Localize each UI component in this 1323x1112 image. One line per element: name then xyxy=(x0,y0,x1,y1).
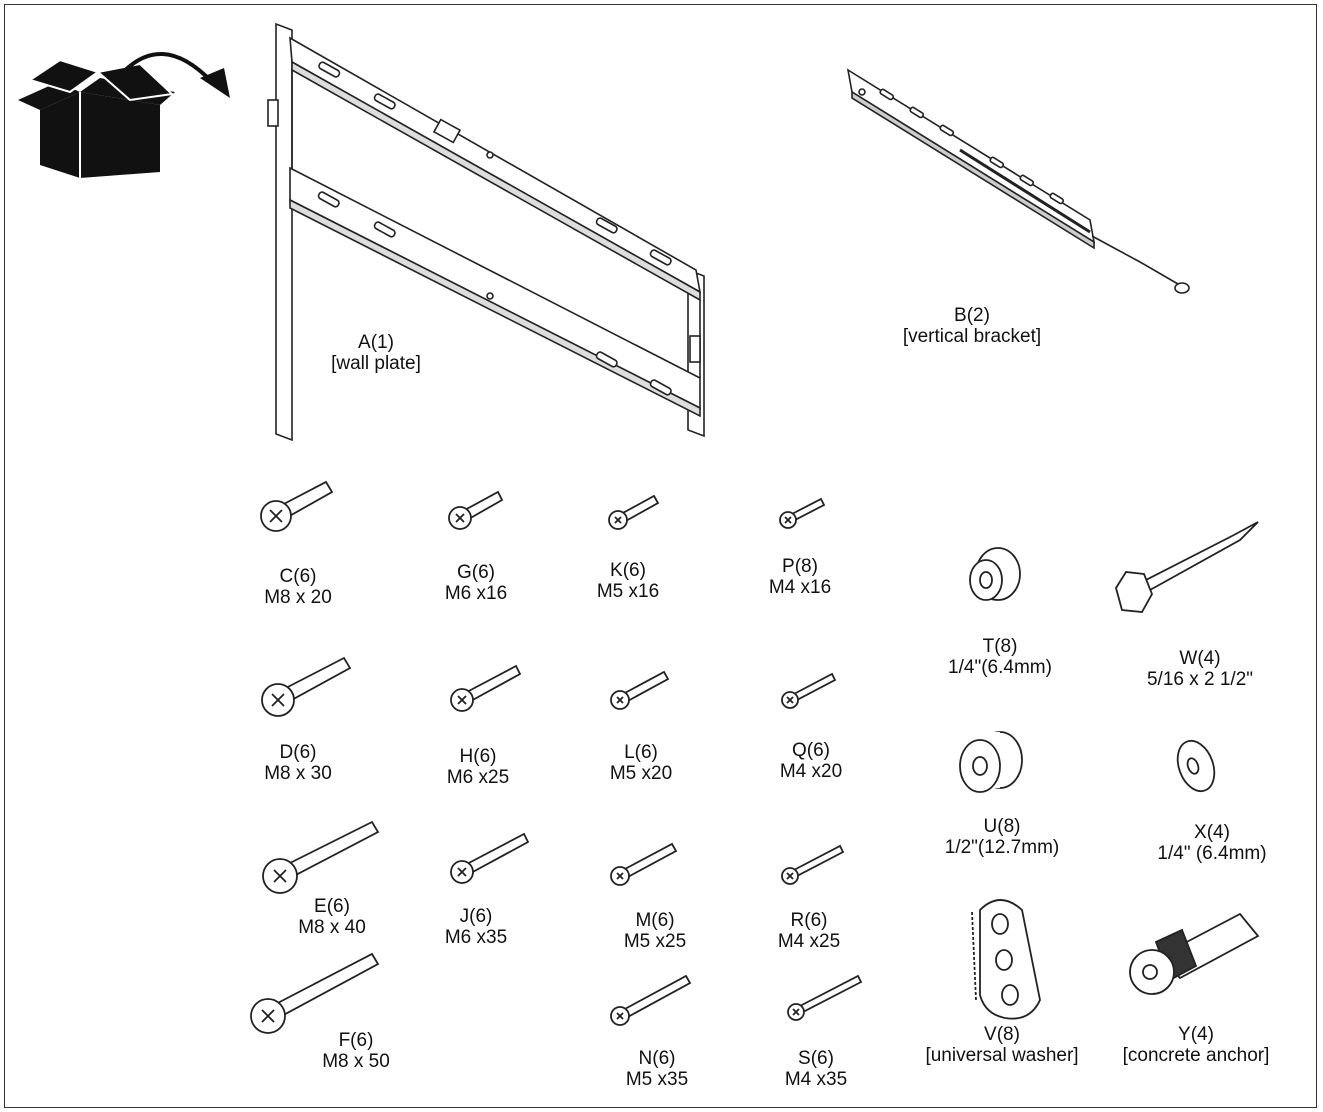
part-desc: 5/16 x 2 1/2" xyxy=(1146,669,1254,690)
label-spacer-u: U(8) 1/2"(12.7mm) xyxy=(945,816,1059,858)
wall-plate-drawing xyxy=(267,22,705,442)
page-frame xyxy=(4,4,1317,1108)
arrow-icon xyxy=(116,52,230,98)
part-code: F(6) xyxy=(338,1030,374,1051)
part-desc: M8 x 50 xyxy=(322,1051,390,1072)
part-desc: M8 x 40 xyxy=(298,917,366,938)
part-desc: 1/4" (6.4mm) xyxy=(1157,843,1267,864)
part-desc: [vertical bracket] xyxy=(902,326,1042,347)
open-box-icon xyxy=(18,58,175,178)
part-code: K(6) xyxy=(610,560,646,581)
part-code: P(8) xyxy=(782,556,818,577)
part-code: Q(6) xyxy=(792,740,830,761)
label-concrete-anchor-y: Y(4) [concrete anchor] xyxy=(1123,1024,1270,1066)
part-desc: [wall plate] xyxy=(331,353,421,374)
part-desc: M5 x16 xyxy=(596,581,660,602)
part-code: X(4) xyxy=(1194,822,1230,843)
label-bolt-r: R(6) M4 x25 xyxy=(778,910,840,952)
concrete-anchor-y-drawing xyxy=(1129,912,1260,995)
part-code: E(6) xyxy=(314,896,350,917)
part-desc: M5 x20 xyxy=(609,763,673,784)
part-desc: M6 x35 xyxy=(444,927,508,948)
label-lag-bolt-w: W(4) 5/16 x 2 1/2" xyxy=(1147,648,1253,690)
part-desc: M4 x35 xyxy=(784,1069,848,1090)
part-desc: M4 x20 xyxy=(779,761,843,782)
label-bolt-e: E(6) M8 x 40 xyxy=(298,896,366,938)
part-code: H(6) xyxy=(459,746,497,767)
part-code: T(8) xyxy=(982,636,1018,657)
part-desc: M4 x16 xyxy=(768,577,832,598)
part-desc: M5 x35 xyxy=(625,1069,689,1090)
part-code: A(1) xyxy=(358,332,394,353)
part-desc: M6 x25 xyxy=(446,767,510,788)
part-code: S(6) xyxy=(798,1048,834,1069)
part-code: C(6) xyxy=(279,566,317,587)
part-code: W(4) xyxy=(1179,648,1221,669)
part-code: M(6) xyxy=(635,910,675,931)
universal-washer-v-drawing xyxy=(971,899,1041,1020)
label-bolt-q: Q(6) M4 x20 xyxy=(780,740,842,782)
label-bolt-m: M(6) M5 x25 xyxy=(624,910,686,952)
label-bolt-d: D(6) M8 x 30 xyxy=(264,742,332,784)
part-desc: M8 x 20 xyxy=(264,587,332,608)
part-code: B(2) xyxy=(954,305,990,326)
label-washer-x: X(4) 1/4" (6.4mm) xyxy=(1157,822,1266,864)
label-universal-washer-v: V(8) [universal washer] xyxy=(925,1024,1078,1066)
part-code: U(8) xyxy=(983,816,1021,837)
part-desc: [concrete anchor] xyxy=(1122,1045,1270,1066)
part-code: Y(4) xyxy=(1178,1024,1214,1045)
label-spacer-t: T(8) 1/4"(6.4mm) xyxy=(948,636,1052,678)
part-code: V(8) xyxy=(984,1024,1020,1045)
part-desc: M6 x16 xyxy=(444,583,508,604)
label-bolt-j: J(6) M6 x35 xyxy=(445,906,507,948)
part-desc: M4 x25 xyxy=(777,931,841,952)
label-bolt-n: N(6) M5 x35 xyxy=(626,1048,688,1090)
washer-x-drawing xyxy=(1176,739,1216,793)
label-wall-plate: A(1) [wall plate] xyxy=(331,332,421,374)
part-code: L(6) xyxy=(624,742,658,763)
label-bolt-h: H(6) M6 x25 xyxy=(447,746,509,788)
part-code: D(6) xyxy=(279,742,317,763)
part-desc: M8 x 30 xyxy=(264,763,332,784)
vertical-bracket-drawing xyxy=(846,68,1190,294)
part-code: N(6) xyxy=(638,1048,676,1069)
label-bolt-p: P(8) M4 x16 xyxy=(769,556,831,598)
part-desc: M5 x25 xyxy=(623,931,687,952)
label-bolt-k: K(6) M5 x16 xyxy=(597,560,659,602)
part-code: G(6) xyxy=(457,562,495,583)
part-code: J(6) xyxy=(459,906,493,927)
part-desc: 1/4"(6.4mm) xyxy=(948,657,1052,678)
label-bolt-c: C(6) M8 x 20 xyxy=(264,566,332,608)
label-bolt-s: S(6) M4 x35 xyxy=(785,1048,847,1090)
spacer-u-drawing xyxy=(959,731,1023,793)
spacer-t-drawing xyxy=(969,547,1021,601)
part-desc: 1/2"(12.7mm) xyxy=(944,837,1060,858)
label-bolt-f: F(6) M8 x 50 xyxy=(322,1030,390,1072)
lag-bolt-w-drawing xyxy=(1115,521,1259,613)
label-bolt-l: L(6) M5 x20 xyxy=(610,742,672,784)
label-bolt-g: G(6) M6 x16 xyxy=(445,562,507,604)
screws xyxy=(250,480,863,1034)
label-vertical-bracket: B(2) [vertical bracket] xyxy=(903,305,1041,347)
part-desc: [universal washer] xyxy=(925,1045,1079,1066)
part-code: R(6) xyxy=(790,910,828,931)
